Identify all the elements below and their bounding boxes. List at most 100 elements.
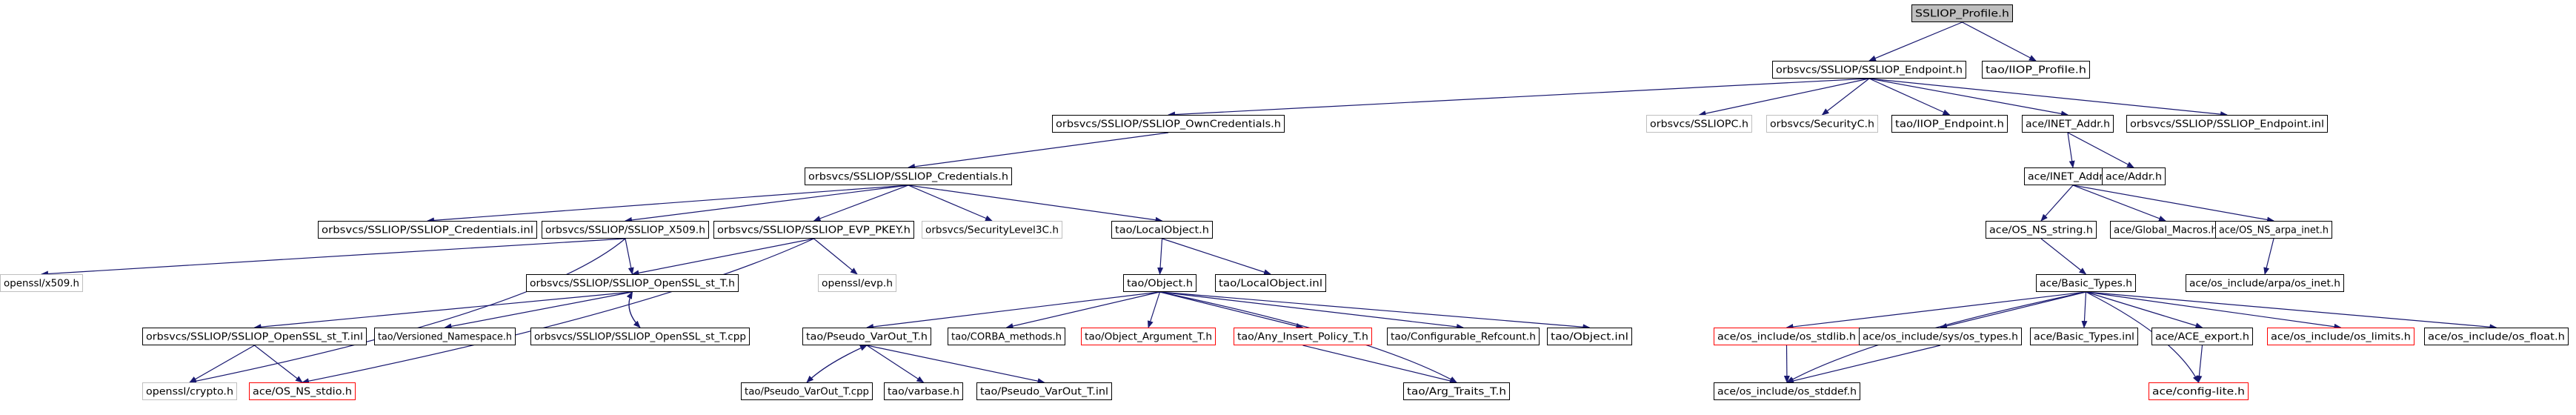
node-label: openssl/x509.h	[4, 279, 79, 290]
graph-node[interactable]: orbsvcs/SSLIOP/SSLIOP_Endpoint.inl	[2126, 115, 2328, 133]
graph-node[interactable]: ace/Basic_Types.inl	[2030, 328, 2138, 345]
node-box	[741, 382, 873, 400]
node-label: ace/config-lite.h	[2152, 387, 2245, 398]
graph-node[interactable]: ace/os_include/os_stdlib.h	[1714, 328, 1860, 345]
node-box	[1911, 4, 2013, 22]
edge-n45-n31	[806, 345, 868, 383]
node-box	[1766, 115, 1878, 133]
node-box	[249, 382, 356, 400]
graph-node[interactable]: tao/LocalObject.inl	[1215, 274, 1326, 292]
graph-node[interactable]: tao/CORBA_methods.h	[948, 328, 1065, 345]
edge-n10-n14	[625, 185, 909, 223]
graph-node[interactable]: tao/Any_Insert_Policy_T.h	[1234, 328, 1372, 345]
node-label: orbsvcs/SSLIOPC.h	[1650, 119, 1748, 130]
graph-node[interactable]: orbsvcs/SSLIOPC.h	[1646, 115, 1752, 133]
node-box	[2030, 328, 2138, 345]
edge-n17-n25	[1162, 238, 1271, 275]
node-label: tao/Pseudo_VarOut_T.h	[806, 332, 928, 343]
graph-node[interactable]: tao/Versioned_Namespace.h	[374, 328, 516, 345]
graph-node[interactable]: ace/OS_NS_stdio.h	[249, 382, 356, 400]
edge-n26-n38	[1940, 291, 2086, 329]
node-label: orbsvcs/SSLIOP/SSLIOP_OpenSSL_st_T.cpp	[534, 332, 746, 343]
graph-node[interactable]: orbsvcs/SSLIOP/SSLIOP_X509.h	[542, 221, 709, 239]
node-label: tao/Configurable_Refcount.h	[1391, 332, 1536, 343]
graph-node[interactable]: orbsvcs/SecurityC.h	[1766, 115, 1878, 133]
graph-node[interactable]: tao/varbase.h	[884, 382, 963, 400]
graph-node[interactable]: tao/LocalObject.h	[1111, 221, 1213, 239]
edge-n22-n29	[444, 291, 633, 330]
graph-node[interactable]: orbsvcs/SSLIOP/SSLIOP_OpenSSL_st_T.cpp	[530, 328, 750, 345]
graph-node[interactable]: orbsvcs/SSLIOP/SSLIOP_OpenSSL_st_T.h	[526, 274, 739, 292]
edge-n15-n23	[813, 238, 858, 275]
node-label: orbsvcs/SSLIOP/SSLIOP_X509.h	[545, 225, 705, 236]
node-box	[318, 221, 537, 239]
edge-n2-n9	[1868, 78, 2228, 118]
node-box	[2267, 328, 2414, 345]
node-box	[142, 328, 367, 345]
edge-n34-n48	[1302, 345, 1457, 384]
edge-n24-n33	[1147, 291, 1161, 328]
edge-n37-n49	[1783, 345, 1790, 383]
graph-node[interactable]: ace/os_include/os_stddef.h	[1714, 382, 1860, 400]
graph-node[interactable]: orbsvcs/SSLIOP/SSLIOP_Credentials.inl	[318, 221, 537, 239]
graph-node[interactable]: tao/Object.inl	[1547, 328, 1632, 345]
node-box	[1982, 61, 2090, 79]
graph-node[interactable]: orbsvcs/SecurityLevel3C.h	[922, 221, 1062, 239]
graph-node[interactable]: orbsvcs/SSLIOP/SSLIOP_OpenSSL_st_T.inl	[142, 328, 367, 345]
graph-node[interactable]: ace/OS_NS_arpa_inet.h	[2215, 221, 2332, 239]
graph-node[interactable]: tao/Configurable_Refcount.h	[1387, 328, 1540, 345]
graph-node[interactable]: ace/ACE_export.h	[2151, 328, 2253, 345]
edge-n17-n24	[1157, 238, 1164, 275]
graph-node[interactable]: tao/Object.h	[1123, 274, 1197, 292]
graph-node[interactable]: tao/Arg_Traits_T.h	[1403, 382, 1510, 400]
node-box	[1111, 221, 1213, 239]
node-label: SSLIOP_Profile.h	[1915, 9, 2009, 20]
edge-n10-n15	[813, 185, 909, 222]
edge-n31-n46	[866, 345, 925, 383]
graph-node[interactable]: openssl/x509.h	[0, 274, 83, 292]
graph-node[interactable]: ace/os_include/os_limits.h	[2267, 328, 2414, 345]
node-box	[884, 382, 963, 400]
graph-node[interactable]: openssl/evp.h	[818, 274, 896, 292]
graph-node[interactable]: ace/os_include/sys/os_types.h	[1859, 328, 2022, 345]
graph-node[interactable]: tao/Pseudo_VarOut_T.h	[802, 328, 931, 345]
node-label: ace/Global_Macros.h	[2114, 225, 2217, 236]
graph-node[interactable]: orbsvcs/SSLIOP/SSLIOP_EVP_PKEY.h	[713, 221, 914, 239]
graph-node[interactable]: SSLIOP_Profile.h	[1911, 4, 2013, 22]
graph-node[interactable]: tao/Object_Argument_T.h	[1081, 328, 1216, 345]
graph-node[interactable]: ace/Addr.h	[2102, 167, 2166, 185]
graph-node[interactable]: ace/Global_Macros.h	[2110, 221, 2221, 239]
node-box	[1859, 328, 2022, 345]
node-box	[922, 221, 1062, 239]
graph-node[interactable]: ace/Basic_Types.h	[2036, 274, 2136, 292]
graph-node[interactable]: tao/Pseudo_VarOut_T.cpp	[741, 382, 873, 400]
graph-node[interactable]: openssl/crypto.h	[142, 382, 237, 400]
graph-node[interactable]: ace/os_include/os_float.h	[2424, 328, 2569, 345]
graph-node[interactable]: tao/Pseudo_VarOut_T.inl	[976, 382, 1112, 400]
edge-n20-n27	[2263, 238, 2274, 275]
edge-n8-n12	[2067, 132, 2134, 168]
graph-node[interactable]: ace/INET_Addr.h	[2022, 115, 2114, 133]
graph-node[interactable]: ace/OS_NS_string.h	[1986, 221, 2097, 239]
graph-node[interactable]: orbsvcs/SSLIOP/SSLIOP_Credentials.h	[805, 167, 1012, 185]
node-label: ace/os_include/os_limits.h	[2271, 332, 2411, 343]
edge-n2-n4	[1168, 78, 1870, 118]
graph-node[interactable]: tao/IIOP_Endpoint.h	[1891, 115, 2008, 133]
node-label: ace/Basic_Types.h	[2040, 279, 2132, 290]
nodes: SSLIOP_Profile.h orbsvcs/SSLIOP/SSLIOP_En…	[0, 4, 2569, 400]
node-label: ace/os_include/os_stddef.h	[1717, 387, 1857, 398]
graph-node[interactable]: ace/config-lite.h	[2149, 382, 2249, 400]
edge-n31-n47	[866, 345, 1045, 385]
node-label: orbsvcs/SSLIOP/SSLIOP_OpenSSL_st_T.inl	[146, 332, 363, 343]
node-label: openssl/crypto.h	[146, 387, 233, 398]
node-label: ace/OS_NS_arpa_inet.h	[2219, 225, 2329, 236]
graph-node[interactable]: ace/os_include/arpa/os_inet.h	[2186, 274, 2344, 292]
graph-node[interactable]: orbsvcs/SSLIOP/SSLIOP_Endpoint.h	[1772, 61, 1966, 79]
edge-n28-n44	[254, 345, 303, 383]
graph-node[interactable]: ace/INET_Addr.inl	[2024, 167, 2122, 185]
node-label: tao/CORBA_methods.h	[951, 332, 1062, 343]
graph-node[interactable]: orbsvcs/SSLIOP/SSLIOP_OwnCredentials.h	[1052, 115, 1285, 133]
graph-node[interactable]: tao/IIOP_Profile.h	[1982, 61, 2090, 79]
node-box	[2126, 115, 2328, 133]
